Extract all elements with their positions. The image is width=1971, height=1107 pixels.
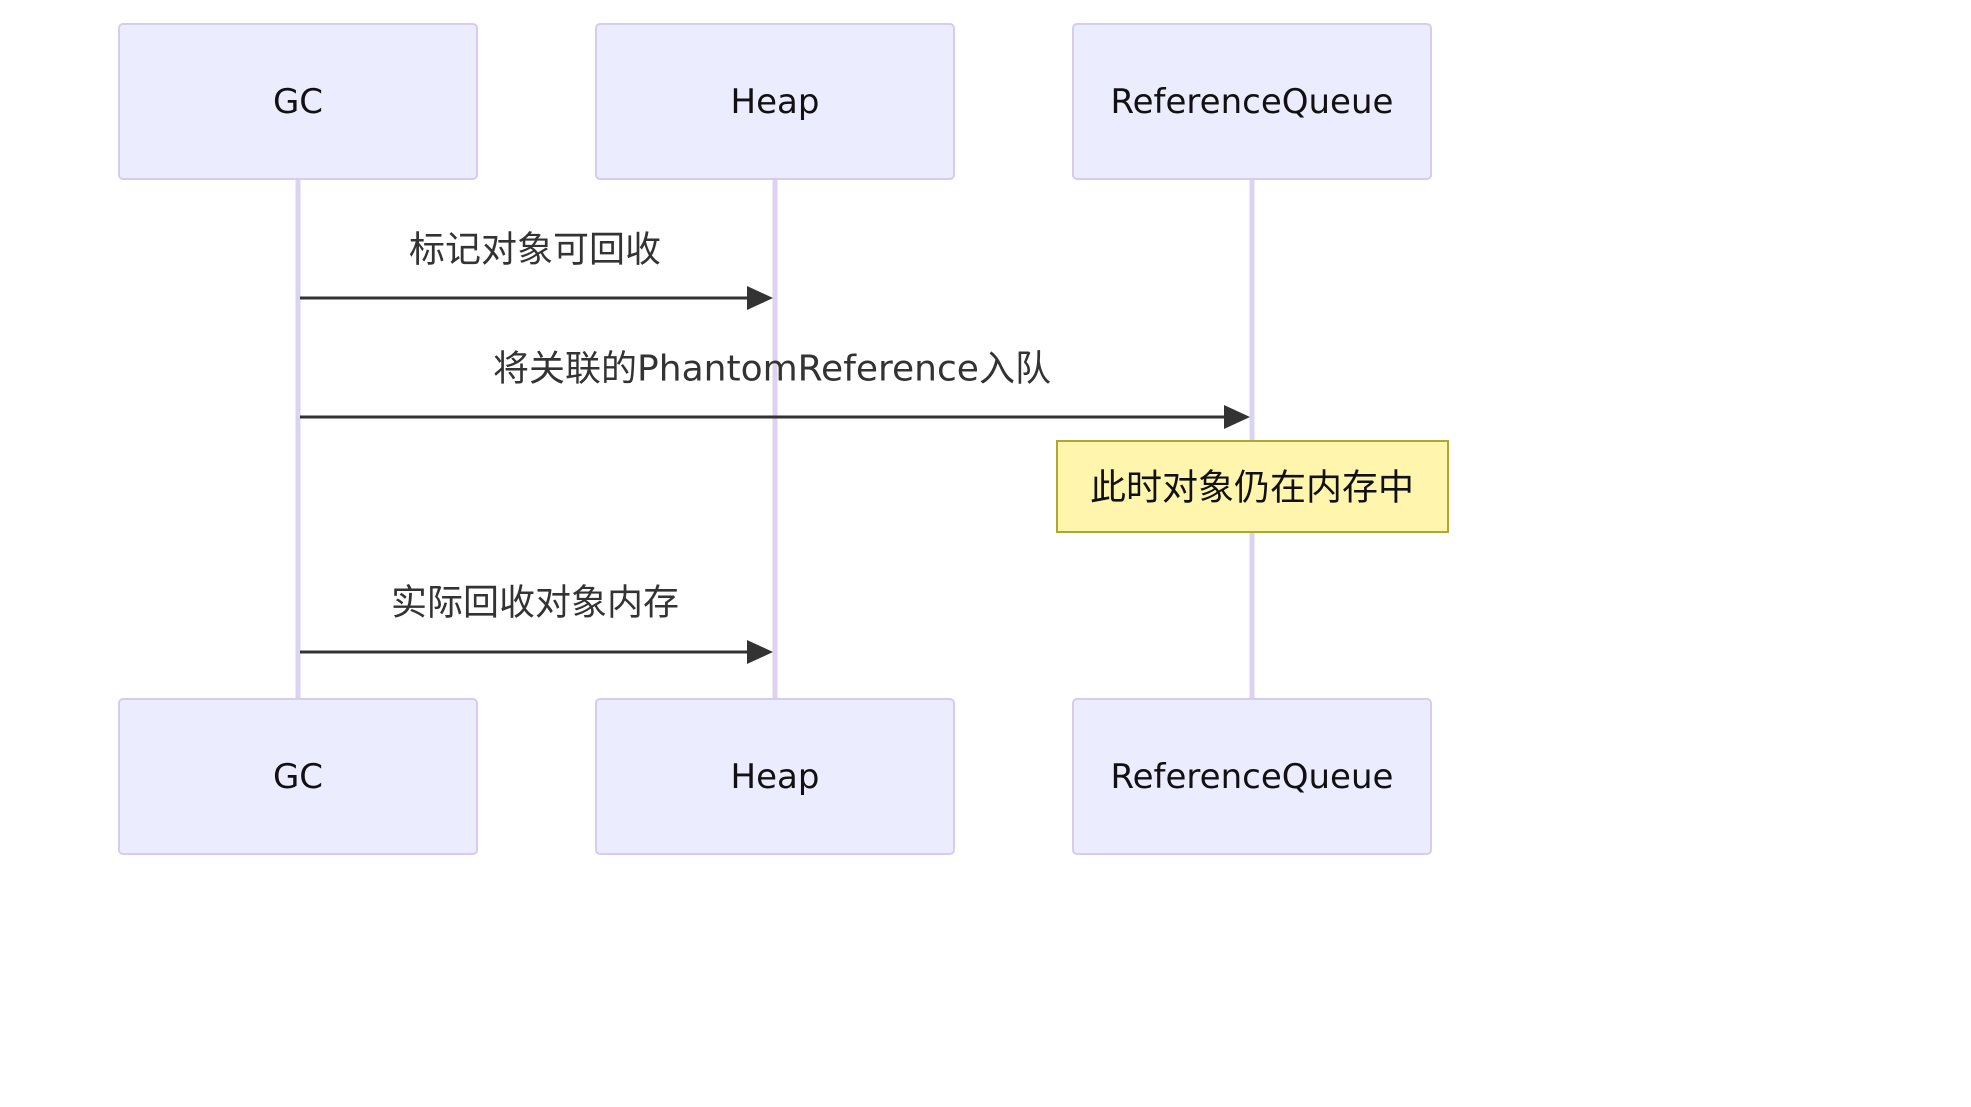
participant-gc-top: GC bbox=[118, 23, 478, 180]
sequence-diagram: GC Heap ReferenceQueue 标记对象可回收 将关联的Phant… bbox=[118, 23, 1449, 855]
note: 此时对象仍在内存中 bbox=[1056, 440, 1449, 533]
participant-gc-bottom: GC bbox=[118, 698, 478, 855]
arrowhead-icon bbox=[1224, 405, 1250, 429]
participant-label: Heap bbox=[731, 757, 820, 797]
note-label: 此时对象仍在内存中 bbox=[1090, 468, 1414, 509]
message-1: 标记对象可回收 bbox=[300, 230, 773, 310]
arrowhead-icon bbox=[747, 640, 773, 664]
arrowhead-icon bbox=[747, 286, 773, 310]
participant-label: GC bbox=[273, 757, 323, 797]
message-3: 实际回收对象内存 bbox=[300, 583, 773, 664]
participant-label: ReferenceQueue bbox=[1111, 82, 1394, 122]
participant-label: Heap bbox=[731, 82, 820, 122]
participant-reference-queue-top: ReferenceQueue bbox=[1072, 23, 1432, 180]
participant-heap-top: Heap bbox=[595, 23, 955, 180]
message-label: 标记对象可回收 bbox=[409, 230, 661, 271]
participant-label: GC bbox=[273, 82, 323, 122]
message-label: 实际回收对象内存 bbox=[391, 583, 679, 624]
participant-reference-queue-bottom: ReferenceQueue bbox=[1072, 698, 1432, 855]
message-label: 将关联的PhantomReference入队 bbox=[493, 349, 1051, 390]
participant-label: ReferenceQueue bbox=[1111, 757, 1394, 797]
message-2: 将关联的PhantomReference入队 bbox=[300, 349, 1250, 429]
participant-heap-bottom: Heap bbox=[595, 698, 955, 855]
